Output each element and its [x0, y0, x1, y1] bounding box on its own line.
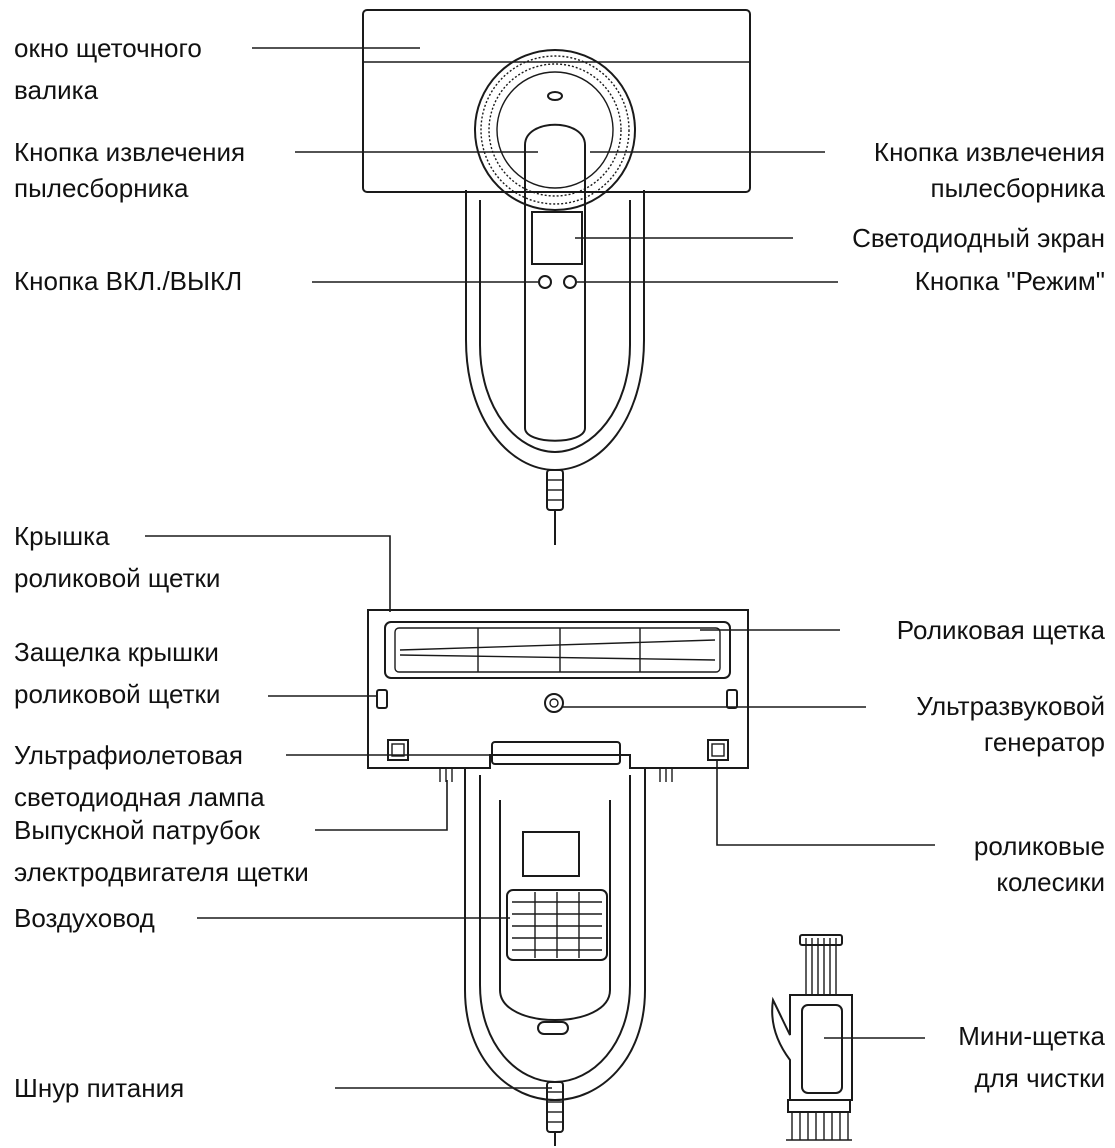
top-handle-body: [465, 190, 645, 472]
mode-button-shape: [563, 275, 577, 289]
led-screen-shape: [531, 211, 583, 265]
top-view-device: [362, 9, 751, 545]
cover-latch-shape: [376, 689, 388, 709]
label-dust-release-right: Кнопка извлечения пылесборника: [873, 137, 1105, 203]
label-power-cord: Шнур питания: [14, 1073, 185, 1103]
ultrasonic-generator-shape: [544, 693, 564, 713]
label-cover-latch: Защелка крышки роликовой щетки: [14, 637, 221, 709]
top-leader-lines: [252, 47, 838, 283]
label-wheels: роликовые колесики: [973, 831, 1105, 897]
label-roller-cover: Крышка роликовой щетки: [14, 521, 221, 593]
label-power-button: Кнопка ВКЛ./ВЫКЛ: [14, 266, 243, 296]
air-duct-shape: [506, 889, 608, 961]
brush-roller-window: [474, 49, 636, 211]
top-brush-head: [362, 9, 751, 193]
wheel-right: [707, 739, 729, 761]
bottom-cord-strain: [546, 1081, 564, 1133]
uv-lamp-shape: [491, 741, 621, 765]
wheel-left: [387, 739, 409, 761]
label-led-screen: Светодиодный экран: [852, 223, 1105, 253]
power-button-shape: [538, 275, 552, 289]
label-air-duct: Воздуховод: [14, 903, 155, 933]
bottom-brush-head: [367, 609, 749, 769]
label-motor-exhaust: Выпускной патрубок электродвигателя щетк…: [14, 815, 309, 887]
roller-brush-shape: [384, 621, 731, 679]
label-ultrasonic: Ультразвуковой генератор: [916, 691, 1105, 757]
bottom-leader-lines: [145, 535, 935, 1089]
label-mini-brush: Мини-щетка для чистки: [958, 1021, 1105, 1093]
label-mode-button: Кнопка "Режим": [914, 266, 1105, 296]
label-dust-release-left: Кнопка извлечения пылесборника: [14, 137, 246, 203]
mini-brush-drawing: [771, 934, 925, 1141]
label-roller-brush: Роликовая щетка: [896, 615, 1105, 645]
top-handle-grip: [524, 123, 586, 442]
label-brush-window: окно щеточного валика: [14, 33, 202, 105]
bottom-view-device: [367, 609, 749, 1146]
label-uv-lamp: Ультрафиолетовая светодиодная лампа: [14, 740, 265, 812]
mini-brush-body: [771, 994, 853, 1101]
bottom-handle-body: [464, 768, 646, 1102]
